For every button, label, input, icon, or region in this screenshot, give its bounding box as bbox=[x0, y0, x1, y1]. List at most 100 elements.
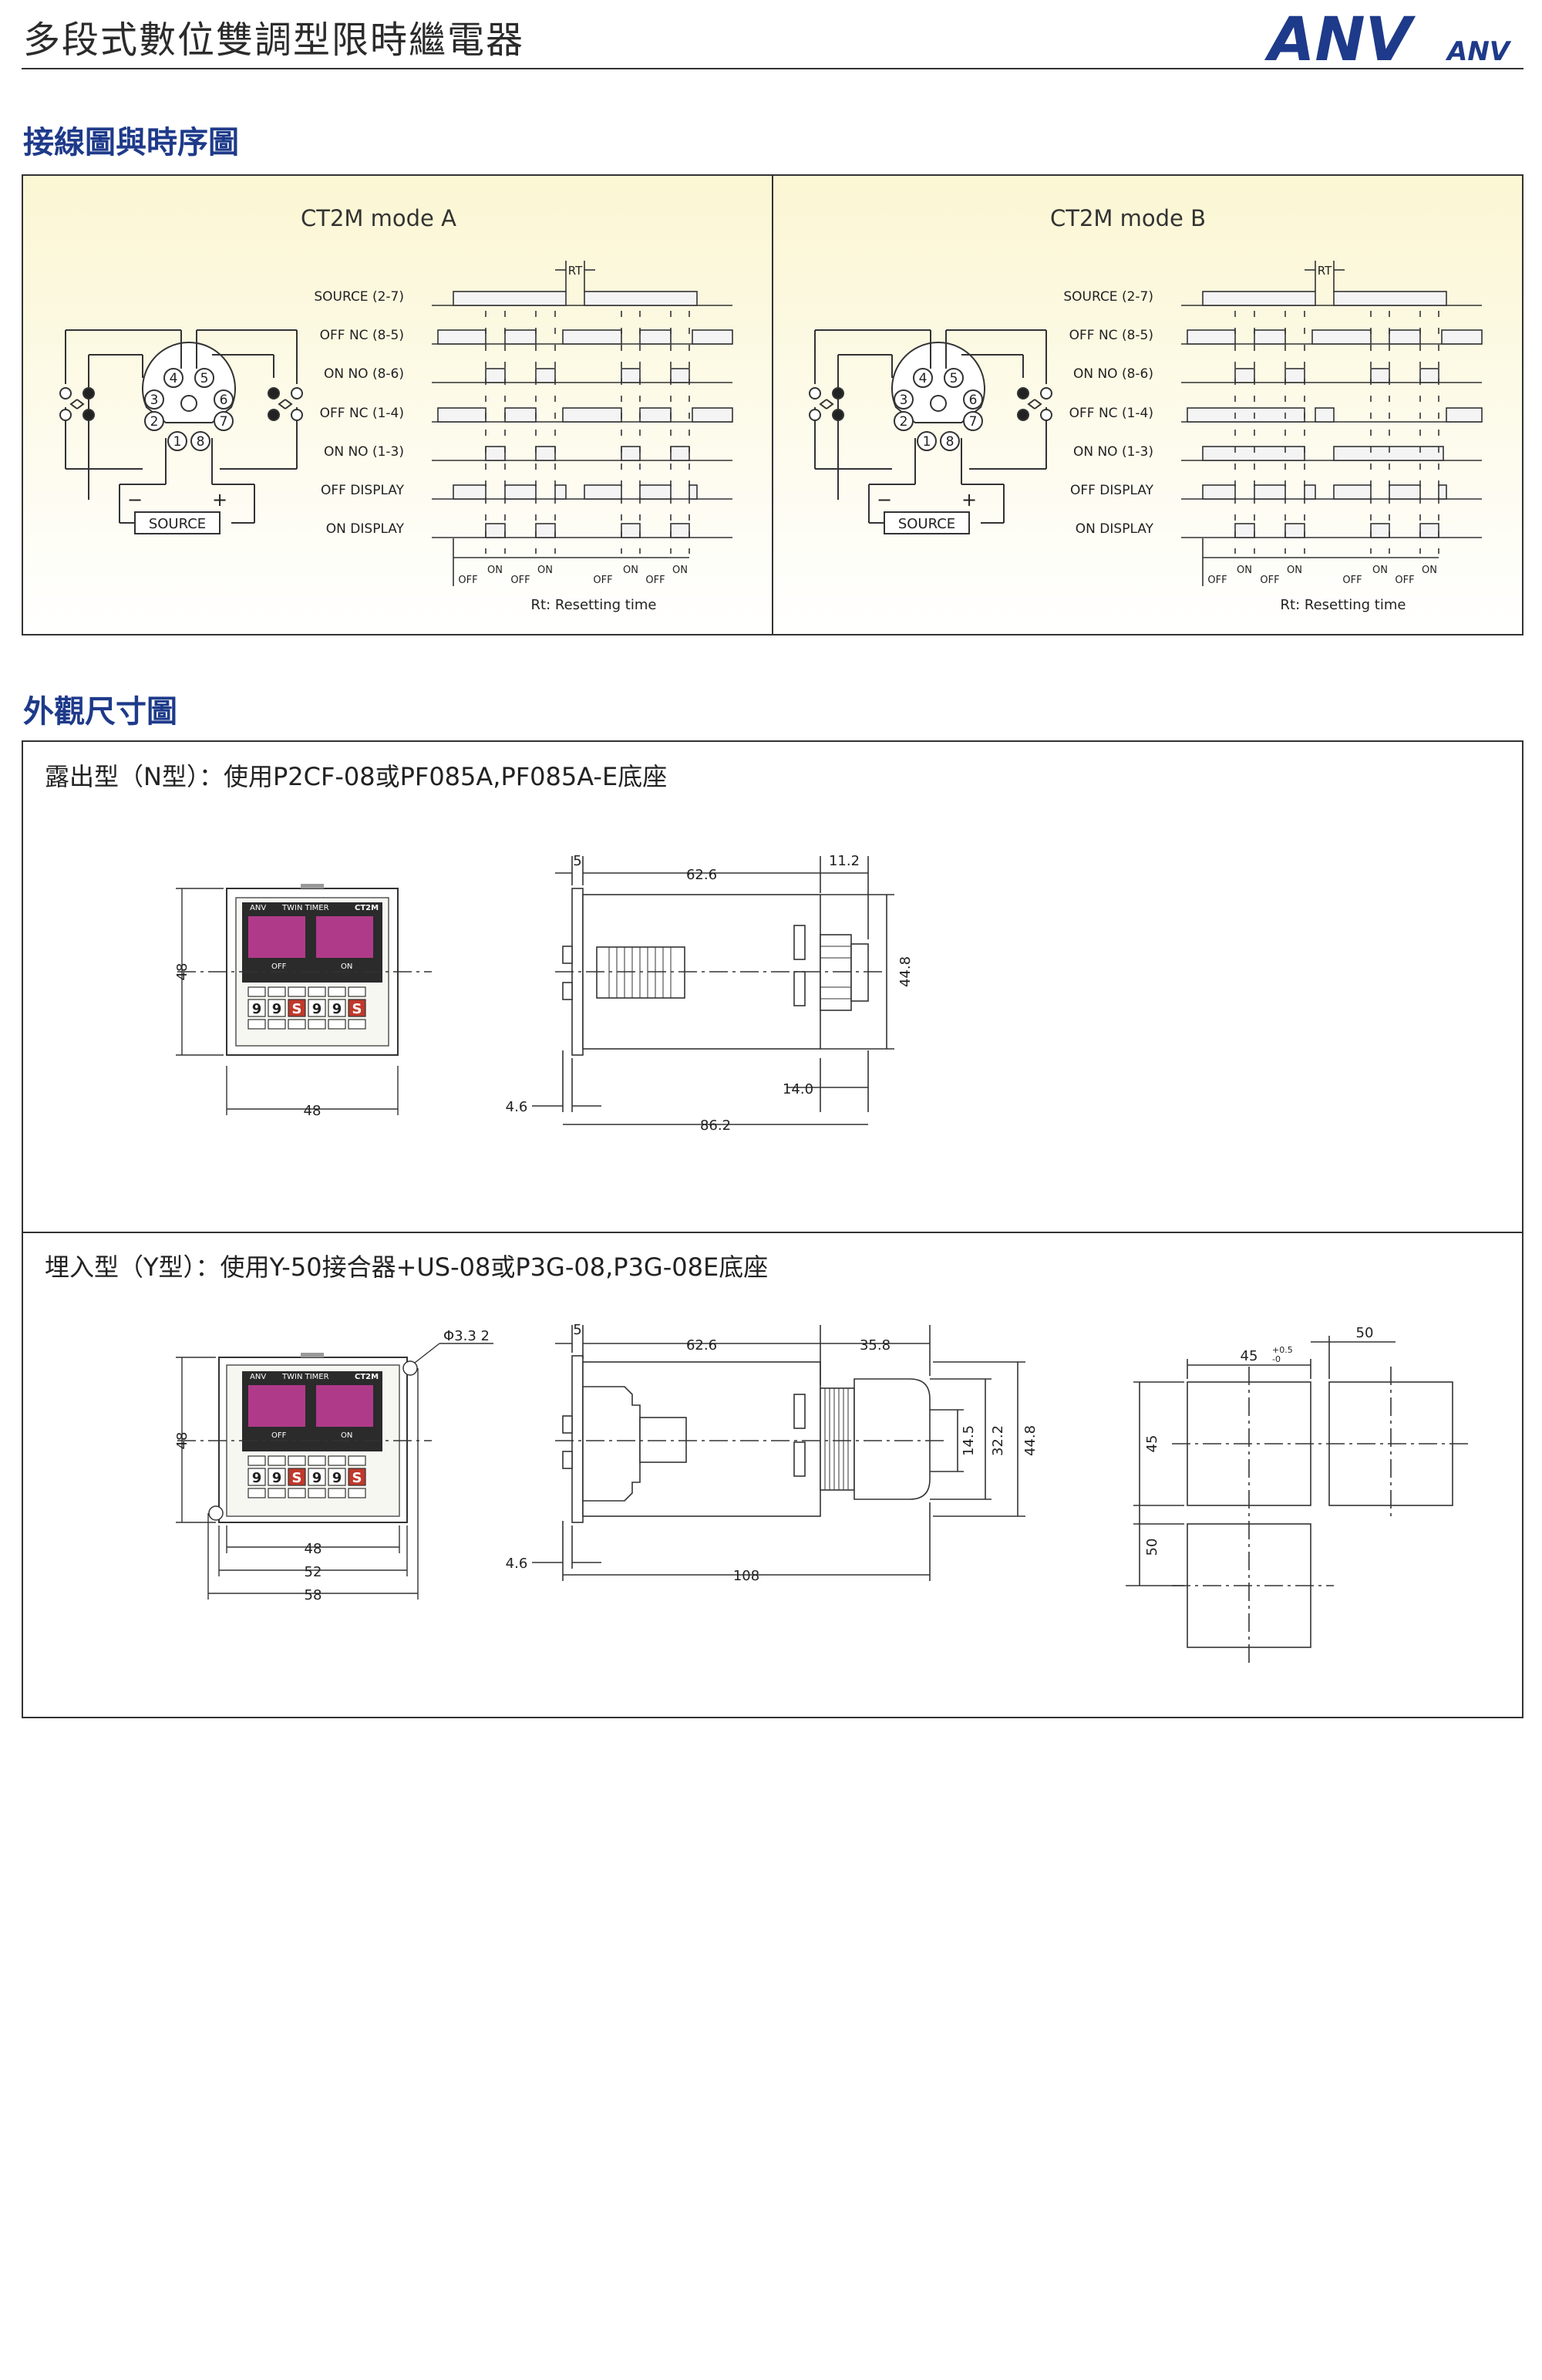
minus-label-b: − bbox=[877, 489, 892, 511]
off-on-a-3: ON bbox=[537, 565, 553, 576]
y-side-62-6: 62.6 bbox=[686, 1337, 717, 1353]
panel-tol-plus: +0.5 bbox=[1272, 1345, 1293, 1355]
y-front-hole: Φ3.3 2 bbox=[443, 1328, 490, 1344]
y-side-14-5: 14.5 bbox=[961, 1425, 977, 1456]
y-side-32-2: 32.2 bbox=[990, 1425, 1006, 1456]
n-side-44-8: 44.8 bbox=[897, 956, 914, 987]
socket-diagram-a bbox=[59, 329, 303, 534]
digit-y-5: S bbox=[352, 1470, 362, 1486]
off-on-a-1: ON bbox=[487, 565, 503, 576]
y-type-front-view: ANV TWIN TIMER CT2M OFF ON bbox=[174, 1328, 493, 1603]
device-on-y: ON bbox=[341, 1431, 352, 1440]
y-type-side-view bbox=[532, 1325, 1025, 1581]
timing-waveforms-a bbox=[432, 261, 733, 586]
y-side-44-8: 44.8 bbox=[1022, 1425, 1039, 1456]
device-off-n: OFF bbox=[271, 962, 287, 971]
dimension-svg: ANV TWIN TIMER CT2M OFF ON bbox=[23, 853, 1522, 1667]
mode-a-title: CT2M mode A bbox=[301, 205, 456, 231]
panel-45-vertical: 45 bbox=[1144, 1435, 1160, 1453]
panel-45: 45 bbox=[1241, 1348, 1258, 1364]
pin-7-b: 7 bbox=[969, 414, 978, 430]
row-label-b-5: OFF DISPLAY bbox=[1070, 483, 1154, 498]
source-label-a: SOURCE bbox=[149, 516, 206, 532]
pin-8-a: 8 bbox=[197, 434, 205, 450]
pin-3-a: 3 bbox=[150, 393, 159, 408]
device-name-n: TWIN TIMER bbox=[281, 904, 329, 912]
y-front-52: 52 bbox=[305, 1564, 322, 1580]
n-type-side-view bbox=[532, 856, 894, 1125]
row-label-a-2: ON NO (8-6) bbox=[324, 366, 404, 382]
off-on-b-6: OFF bbox=[1395, 575, 1414, 586]
row-label-a-0: SOURCE (2-7) bbox=[314, 289, 404, 305]
digit-y-2: S bbox=[292, 1470, 302, 1486]
timing-waveforms-b bbox=[1181, 261, 1483, 586]
n-side-14-0: 14.0 bbox=[783, 1081, 813, 1097]
row-label-b-1: OFF NC (8-5) bbox=[1069, 328, 1153, 343]
n-front-height: 48 bbox=[174, 963, 190, 981]
pin-8-b: 8 bbox=[946, 434, 954, 450]
pin-5-a: 5 bbox=[200, 371, 209, 386]
digit-n-2: S bbox=[292, 1001, 302, 1017]
pin-1-b: 1 bbox=[923, 434, 931, 450]
dimension-section-title: 外觀尺寸圖 bbox=[23, 694, 177, 730]
digit-n-5: S bbox=[352, 1001, 362, 1017]
row-label-b-3: OFF NC (1-4) bbox=[1069, 406, 1153, 421]
pin-3-b: 3 bbox=[900, 393, 908, 408]
row-label-a-6: ON DISPLAY bbox=[326, 521, 405, 537]
row-label-a-3: OFF NC (1-4) bbox=[320, 406, 404, 421]
mode-b-title: CT2M mode B bbox=[1050, 205, 1206, 231]
pin-4-b: 4 bbox=[919, 371, 928, 386]
off-on-b-1: ON bbox=[1237, 565, 1252, 576]
pin-6-b: 6 bbox=[969, 393, 978, 408]
off-on-a-5: ON bbox=[623, 565, 638, 576]
y-side-108: 108 bbox=[733, 1568, 759, 1584]
digit-n-3: 9 bbox=[312, 1001, 322, 1017]
pin-2-a: 2 bbox=[150, 414, 159, 430]
pin-4-a: 4 bbox=[170, 371, 178, 386]
device-name-y: TWIN TIMER bbox=[281, 1373, 329, 1381]
digit-y-4: 9 bbox=[332, 1470, 342, 1486]
panel-50: 50 bbox=[1356, 1325, 1374, 1341]
digit-switches-n: 9 9 S 9 9 S bbox=[247, 986, 366, 1030]
socket-diagram-b bbox=[809, 329, 1052, 534]
wiring-section-title: 接線圖與時序圖 bbox=[23, 125, 239, 160]
dimension-diagram-box: ANV TWIN TIMER CT2M OFF ON bbox=[22, 740, 1523, 1718]
digit-n-4: 9 bbox=[332, 1001, 342, 1017]
wiring-diagram-box: CT2M mode A bbox=[22, 174, 1523, 635]
anv-logo: ANV ANV bbox=[1264, 6, 1512, 68]
row-label-b-6: ON DISPLAY bbox=[1076, 521, 1154, 537]
n-type-label: 露出型（N型）：使用P2CF-08或PF085A,PF085A-E底座 bbox=[45, 762, 668, 791]
header-divider bbox=[22, 68, 1523, 69]
mode-a-panel: CT2M mode A bbox=[59, 205, 733, 613]
row-label-b-2: ON NO (8-6) bbox=[1073, 366, 1153, 382]
logo-small-text: ANV bbox=[1445, 36, 1512, 67]
pin-2-b: 2 bbox=[900, 414, 908, 430]
device-model-n: CT2M bbox=[355, 904, 379, 912]
rt-label-b: RT bbox=[1318, 264, 1332, 278]
n-side-4-6: 4.6 bbox=[506, 1099, 528, 1115]
n-side-11-2: 11.2 bbox=[829, 853, 860, 869]
footnote-a: Rt: Resetting time bbox=[531, 597, 657, 613]
off-on-a-2: OFF bbox=[510, 575, 530, 586]
digit-n-1: 9 bbox=[272, 1001, 282, 1017]
pin-6-a: 6 bbox=[220, 393, 228, 408]
plus-label-a: + bbox=[212, 489, 227, 511]
row-label-b-4: ON NO (1-3) bbox=[1073, 444, 1153, 460]
y-front-48: 48 bbox=[305, 1541, 322, 1557]
mode-b-panel: CT2M mode B bbox=[809, 205, 1483, 613]
off-on-a-6: OFF bbox=[645, 575, 665, 586]
off-on-a-0: OFF bbox=[458, 575, 477, 586]
row-label-b-0: SOURCE (2-7) bbox=[1063, 289, 1153, 305]
row-label-a-4: ON NO (1-3) bbox=[324, 444, 404, 460]
minus-label-a: − bbox=[127, 489, 143, 511]
device-brand-y: ANV bbox=[250, 1373, 266, 1381]
n-side-86-2: 86.2 bbox=[700, 1118, 731, 1134]
off-on-b-2: OFF bbox=[1260, 575, 1279, 586]
device-brand-n: ANV bbox=[250, 904, 266, 912]
digit-n-0: 9 bbox=[252, 1001, 262, 1017]
y-side-4-6: 4.6 bbox=[506, 1556, 528, 1572]
panel-50-vertical: 50 bbox=[1144, 1539, 1160, 1556]
n-front-width: 48 bbox=[304, 1103, 322, 1119]
device-off-y: OFF bbox=[271, 1431, 287, 1440]
row-label-a-5: OFF DISPLAY bbox=[321, 483, 405, 498]
